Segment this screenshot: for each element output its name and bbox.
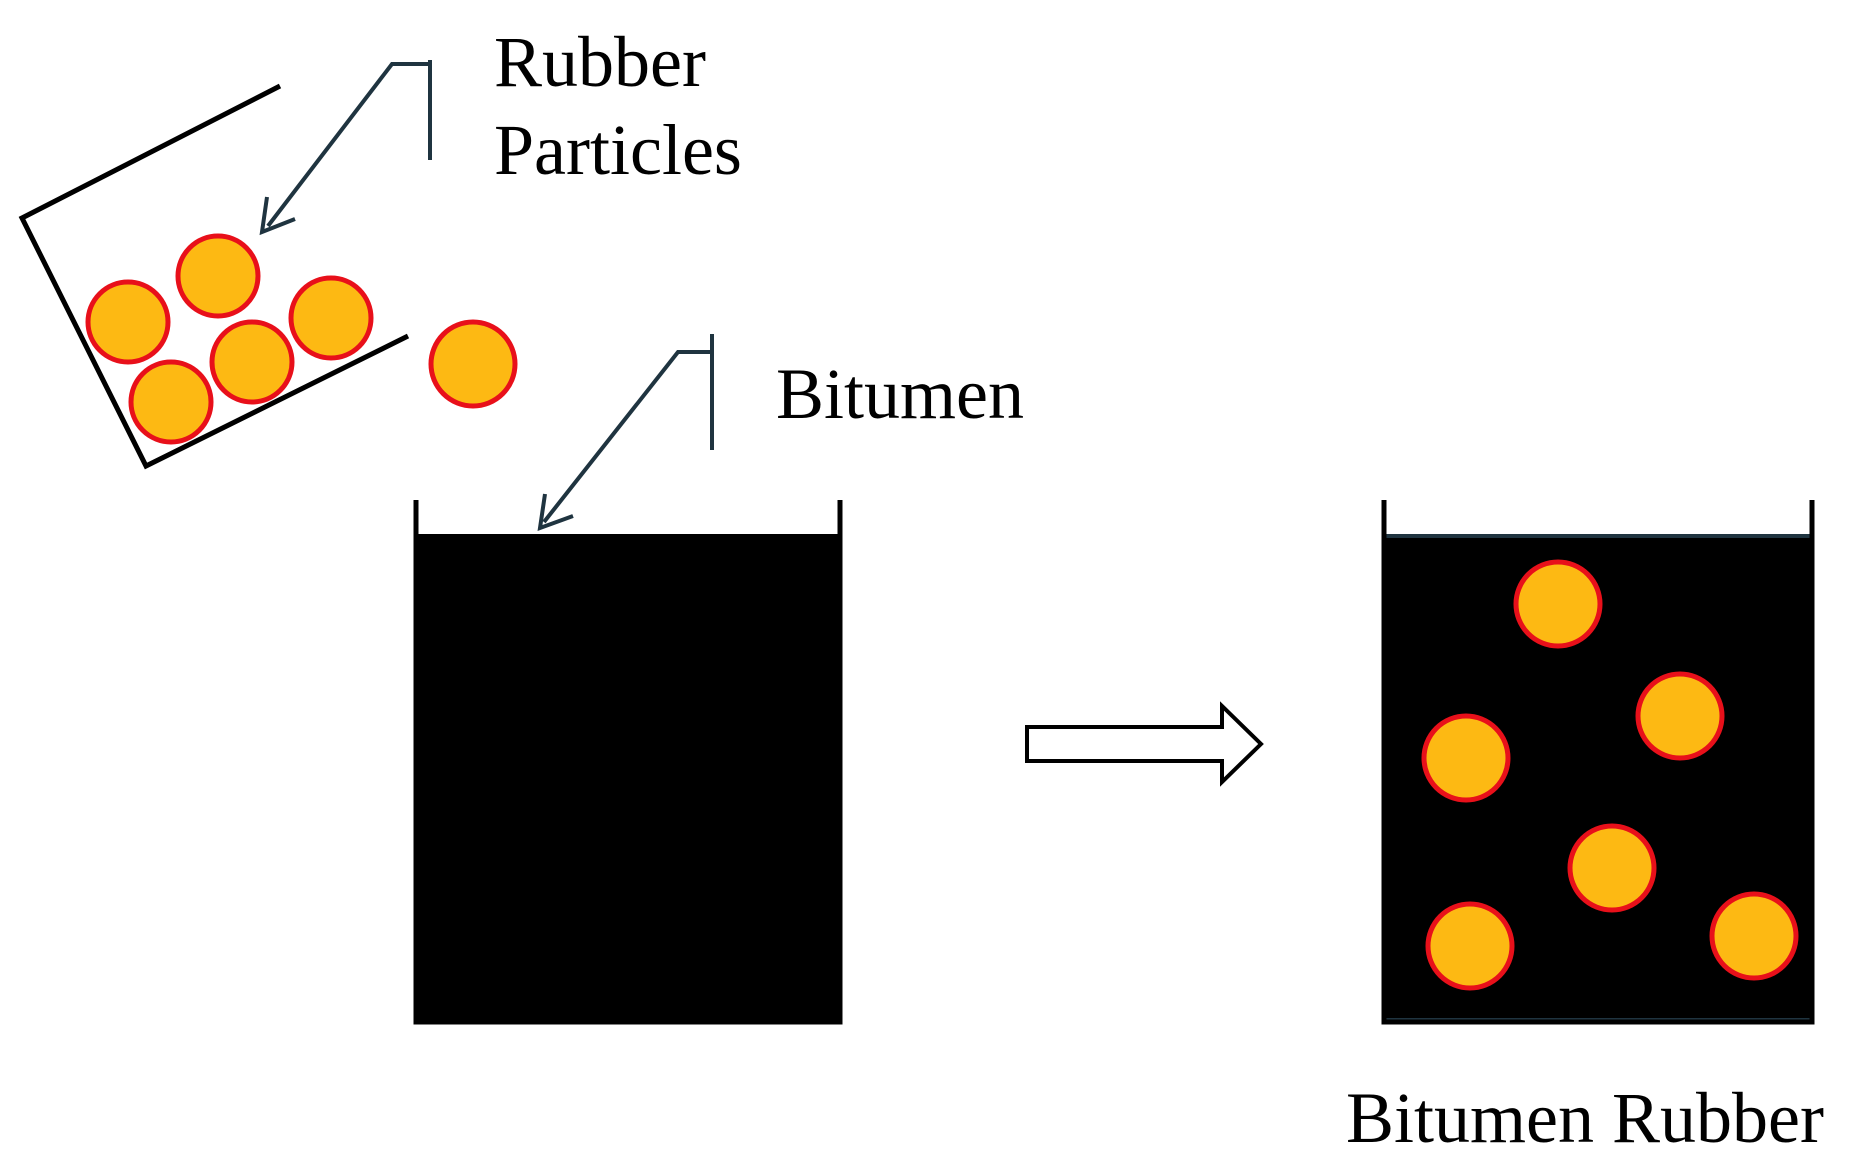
- rubber-scoop: [18, 83, 410, 470]
- mixed-particles: [1421, 559, 1799, 991]
- bitumen-fill: [414, 534, 842, 1022]
- mixed-rubber-particle-icon: [1513, 559, 1603, 649]
- bitumen-rubber-container-outline: [1381, 500, 1815, 1025]
- bitumen-callout-arrowhead-icon: [537, 493, 574, 532]
- rubber-particle-icon: [288, 275, 374, 361]
- falling-rubber-particle-icon: [428, 319, 518, 409]
- mixed-rubber-particle-icon: [1709, 891, 1799, 981]
- rubber-callout-arrow-line: [266, 62, 430, 228]
- bitumen-callout-arrow-line: [542, 350, 712, 524]
- mixed-rubber-particle-icon: [1425, 901, 1515, 991]
- mixed-rubber-particle-icon: [1567, 823, 1657, 913]
- mixed-rubber-particle-icon: [1635, 671, 1725, 761]
- rubber-particle-icon: [128, 359, 214, 445]
- rubber-callout-arrowhead-icon: [259, 196, 296, 236]
- scoop-outline: [18, 83, 410, 470]
- scoop-particles: [85, 233, 374, 445]
- bitumen-label: Bitumen: [776, 354, 1024, 434]
- rubber-particle-icon: [85, 279, 171, 365]
- rubber-particles-label-line2: Particles: [494, 110, 742, 190]
- rubber-particles-callout: Rubber Particles: [259, 22, 742, 236]
- bitumen-container-outline: [413, 500, 843, 1025]
- mixed-rubber-particle-icon: [1421, 713, 1511, 803]
- bitumen-rubber-label: Bitumen Rubber: [1346, 1078, 1824, 1158]
- rubber-particle-icon: [175, 233, 261, 319]
- bitumen-callout: Bitumen: [537, 334, 1024, 532]
- rubber-particles-label-line1: Rubber: [494, 22, 706, 102]
- process-arrow-icon: [1025, 701, 1264, 787]
- bitumen-container: [413, 500, 843, 1025]
- rubber-particle-icon: [209, 319, 295, 405]
